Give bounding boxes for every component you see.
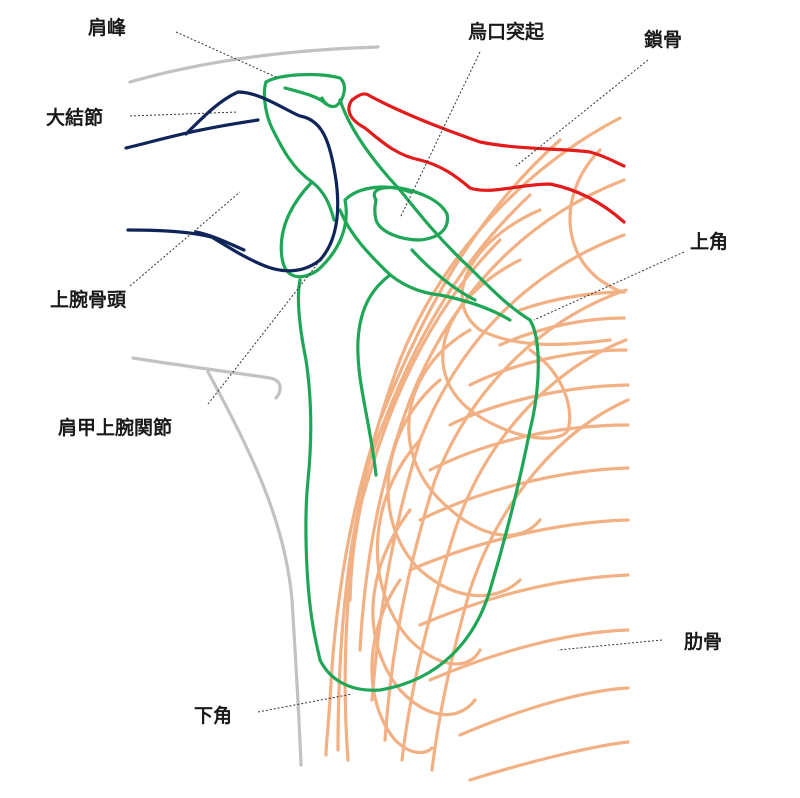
rib [441,258,572,440]
leader-superior-angle [533,251,685,321]
label-greater-tubercle: 大結節 [46,106,103,129]
axilla-outline [131,356,282,400]
rib [468,348,628,387]
rib [375,438,482,666]
rib [407,328,542,537]
leader-humeral-head [129,191,241,287]
scapula-coracoid-process [372,185,450,242]
rib [324,138,562,757]
scapula-neck [338,208,512,322]
label-clavicle: 鎖骨 [644,28,682,51]
labels: 肩峰 烏口突起 鎖骨 大結節 上角 上腕骨頭 肩甲上腕関節 肋骨 下角 [46,16,728,727]
humerus [124,90,340,273]
rib [458,686,630,737]
scapula-medial-border [318,318,540,692]
rib [336,193,532,752]
scapula-glenoid-region [279,180,412,279]
scapula-acromion-tip [264,72,346,109]
leader-greater-tubercle [129,111,239,117]
scapula-upper-border [338,98,532,322]
rib [460,208,612,347]
scapula-lateral-border [296,278,322,662]
leader-clavicle [515,59,649,167]
leader-glenohumeral-joint [207,257,323,405]
rib [418,573,630,627]
clavicle-lower-edge [347,98,626,224]
scapula [262,72,540,692]
clavicle [347,92,626,224]
humerus-lower-shaft [126,228,246,252]
leader-ribs [557,639,663,651]
humerus-upper-shaft [124,118,260,150]
label-humeral-head: 上腕骨頭 [50,288,127,311]
rib [418,466,630,522]
rib [343,238,502,762]
label-superior-angle: 上角 [690,230,728,253]
rib [386,378,522,598]
rib [370,578,434,755]
rib [568,148,626,294]
leader-acromion [175,31,279,79]
arm-outline [206,370,303,767]
rib [408,518,630,572]
clavicle-upper-edge [350,92,626,168]
soft-tissue-outline [128,45,380,767]
ribs [324,116,630,782]
label-acromion: 肩峰 [88,16,127,39]
humerus-greater-tubercle [184,90,340,273]
rib [400,338,628,762]
rib [518,290,626,312]
scapula-inner-ridge [356,248,477,477]
shoulder-top-outline [128,45,380,84]
label-glenohumeral-joint: 肩甲上腕関節 [58,416,172,439]
rib [370,233,626,702]
rib [358,178,626,652]
label-coracoid: 烏口突起 [468,20,545,43]
label-ribs: 肋骨 [684,630,722,653]
rib [468,740,630,782]
rib [371,508,477,717]
rib [428,628,630,682]
label-inferior-angle: 下角 [194,704,232,727]
leader-lines [129,31,685,713]
leader-coracoid [399,51,481,219]
rib [498,316,626,347]
rib [383,288,628,742]
